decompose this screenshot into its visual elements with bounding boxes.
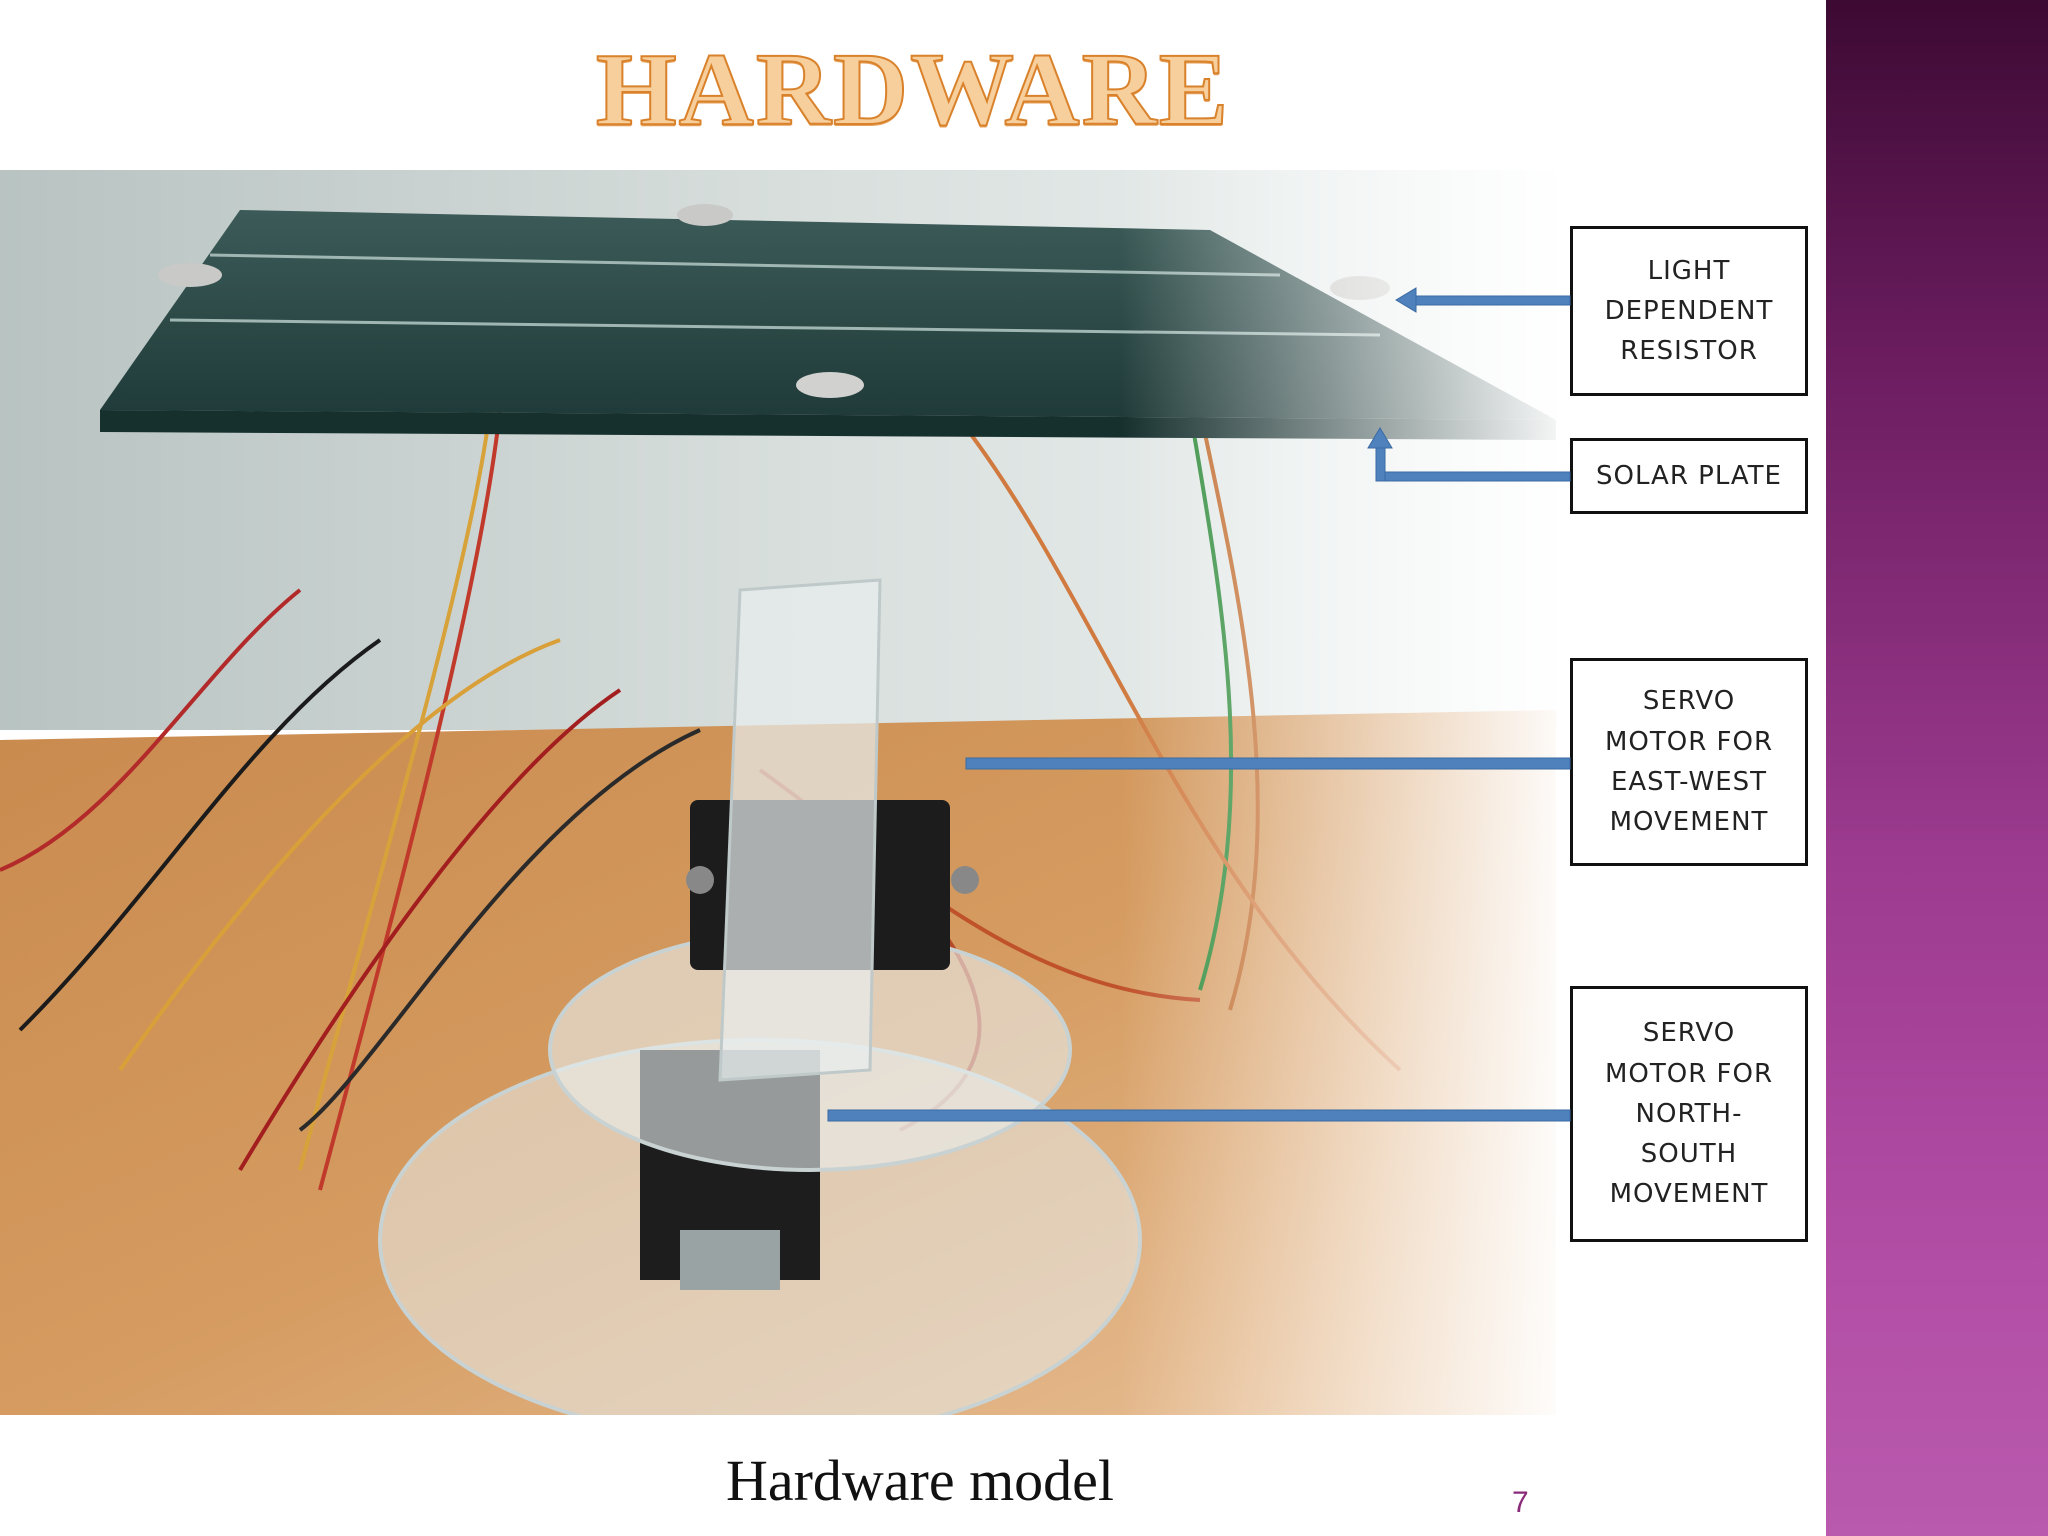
- label-solar-plate: SOLAR PLATE: [1570, 438, 1808, 514]
- hardware-illustration: [0, 170, 1556, 1415]
- label-servo-north-south: SERVO MOTOR FOR NORTH- SOUTH MOVEMENT: [1570, 986, 1808, 1242]
- slide-title: HARDWARE: [595, 32, 1231, 147]
- side-decor-band: [1826, 0, 2048, 1536]
- page-number: 7: [1512, 1486, 1529, 1519]
- label-light-dependent-resistor: LIGHT DEPENDENT RESISTOR: [1570, 226, 1808, 396]
- photo-caption: Hardware model: [725, 1448, 1115, 1513]
- hardware-photo: [0, 170, 1556, 1415]
- label-servo-east-west: SERVO MOTOR FOR EAST-WEST MOVEMENT: [1570, 658, 1808, 866]
